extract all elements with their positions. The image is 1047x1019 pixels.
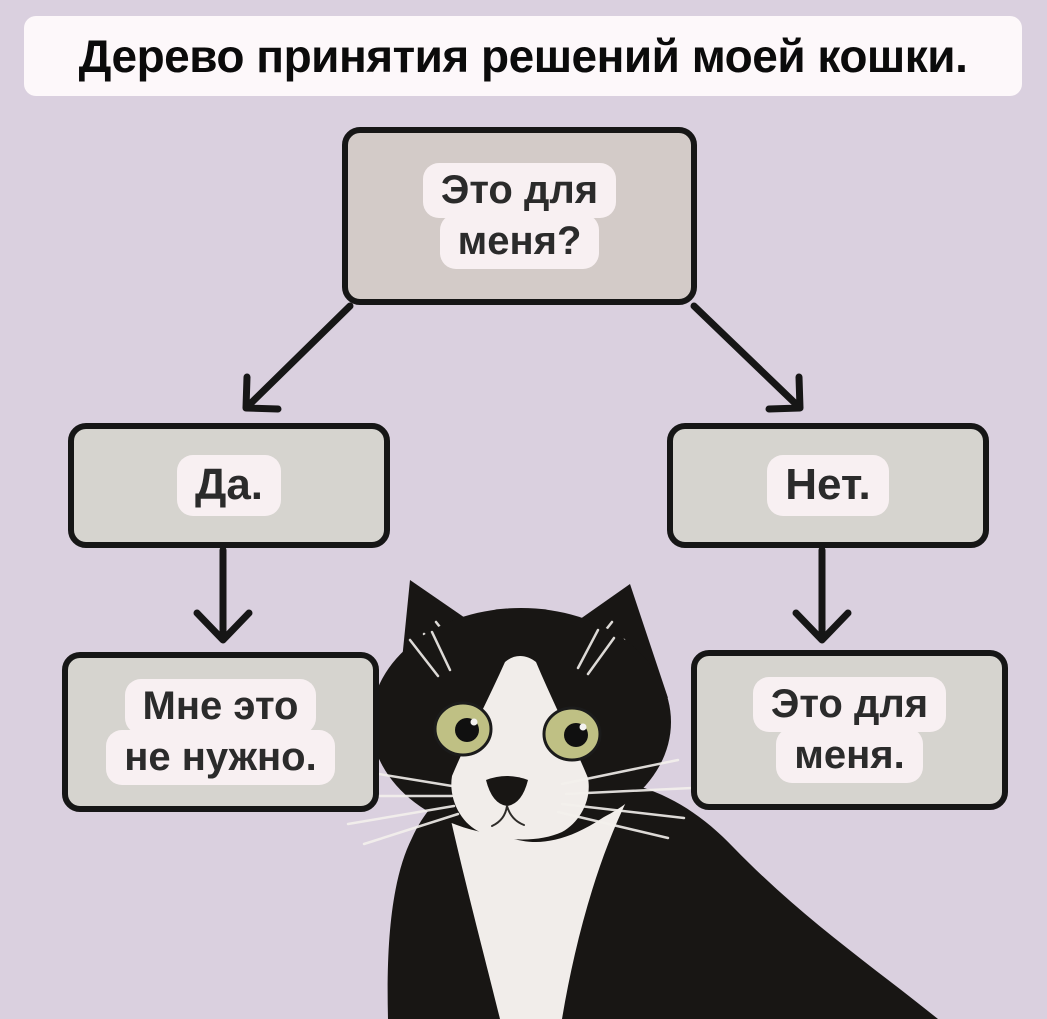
arrow-yes-to-leaf <box>193 546 253 644</box>
no-outcome-line2: меня. <box>776 728 923 784</box>
tree-arrows <box>193 302 852 644</box>
arrow-root-to-yes <box>242 302 354 413</box>
yes-outcome-line2: не нужно. <box>106 730 335 786</box>
tree-node-yes-outcome: Мне это не нужно. <box>62 652 379 812</box>
tree-node-no: Нет. <box>667 423 989 548</box>
tuxedo-cat-photo <box>334 580 938 1019</box>
tree-node-yes: Да. <box>68 423 390 548</box>
yes-outcome-line1: Мне это <box>124 678 317 734</box>
yes-label: Да. <box>176 455 282 516</box>
arrow-root-to-no <box>690 302 804 413</box>
root-label-line2: меня? <box>439 214 600 270</box>
meme-title: Дерево принятия решений моей кошки. <box>24 16 1022 96</box>
tree-node-root: Это для меня? <box>342 127 697 305</box>
no-outcome-line1: Это для <box>752 676 947 732</box>
tree-node-no-outcome: Это для меня. <box>691 650 1008 810</box>
root-label-line1: Это для <box>422 162 617 218</box>
arrow-no-to-leaf <box>792 546 852 644</box>
no-label: Нет. <box>767 455 889 516</box>
